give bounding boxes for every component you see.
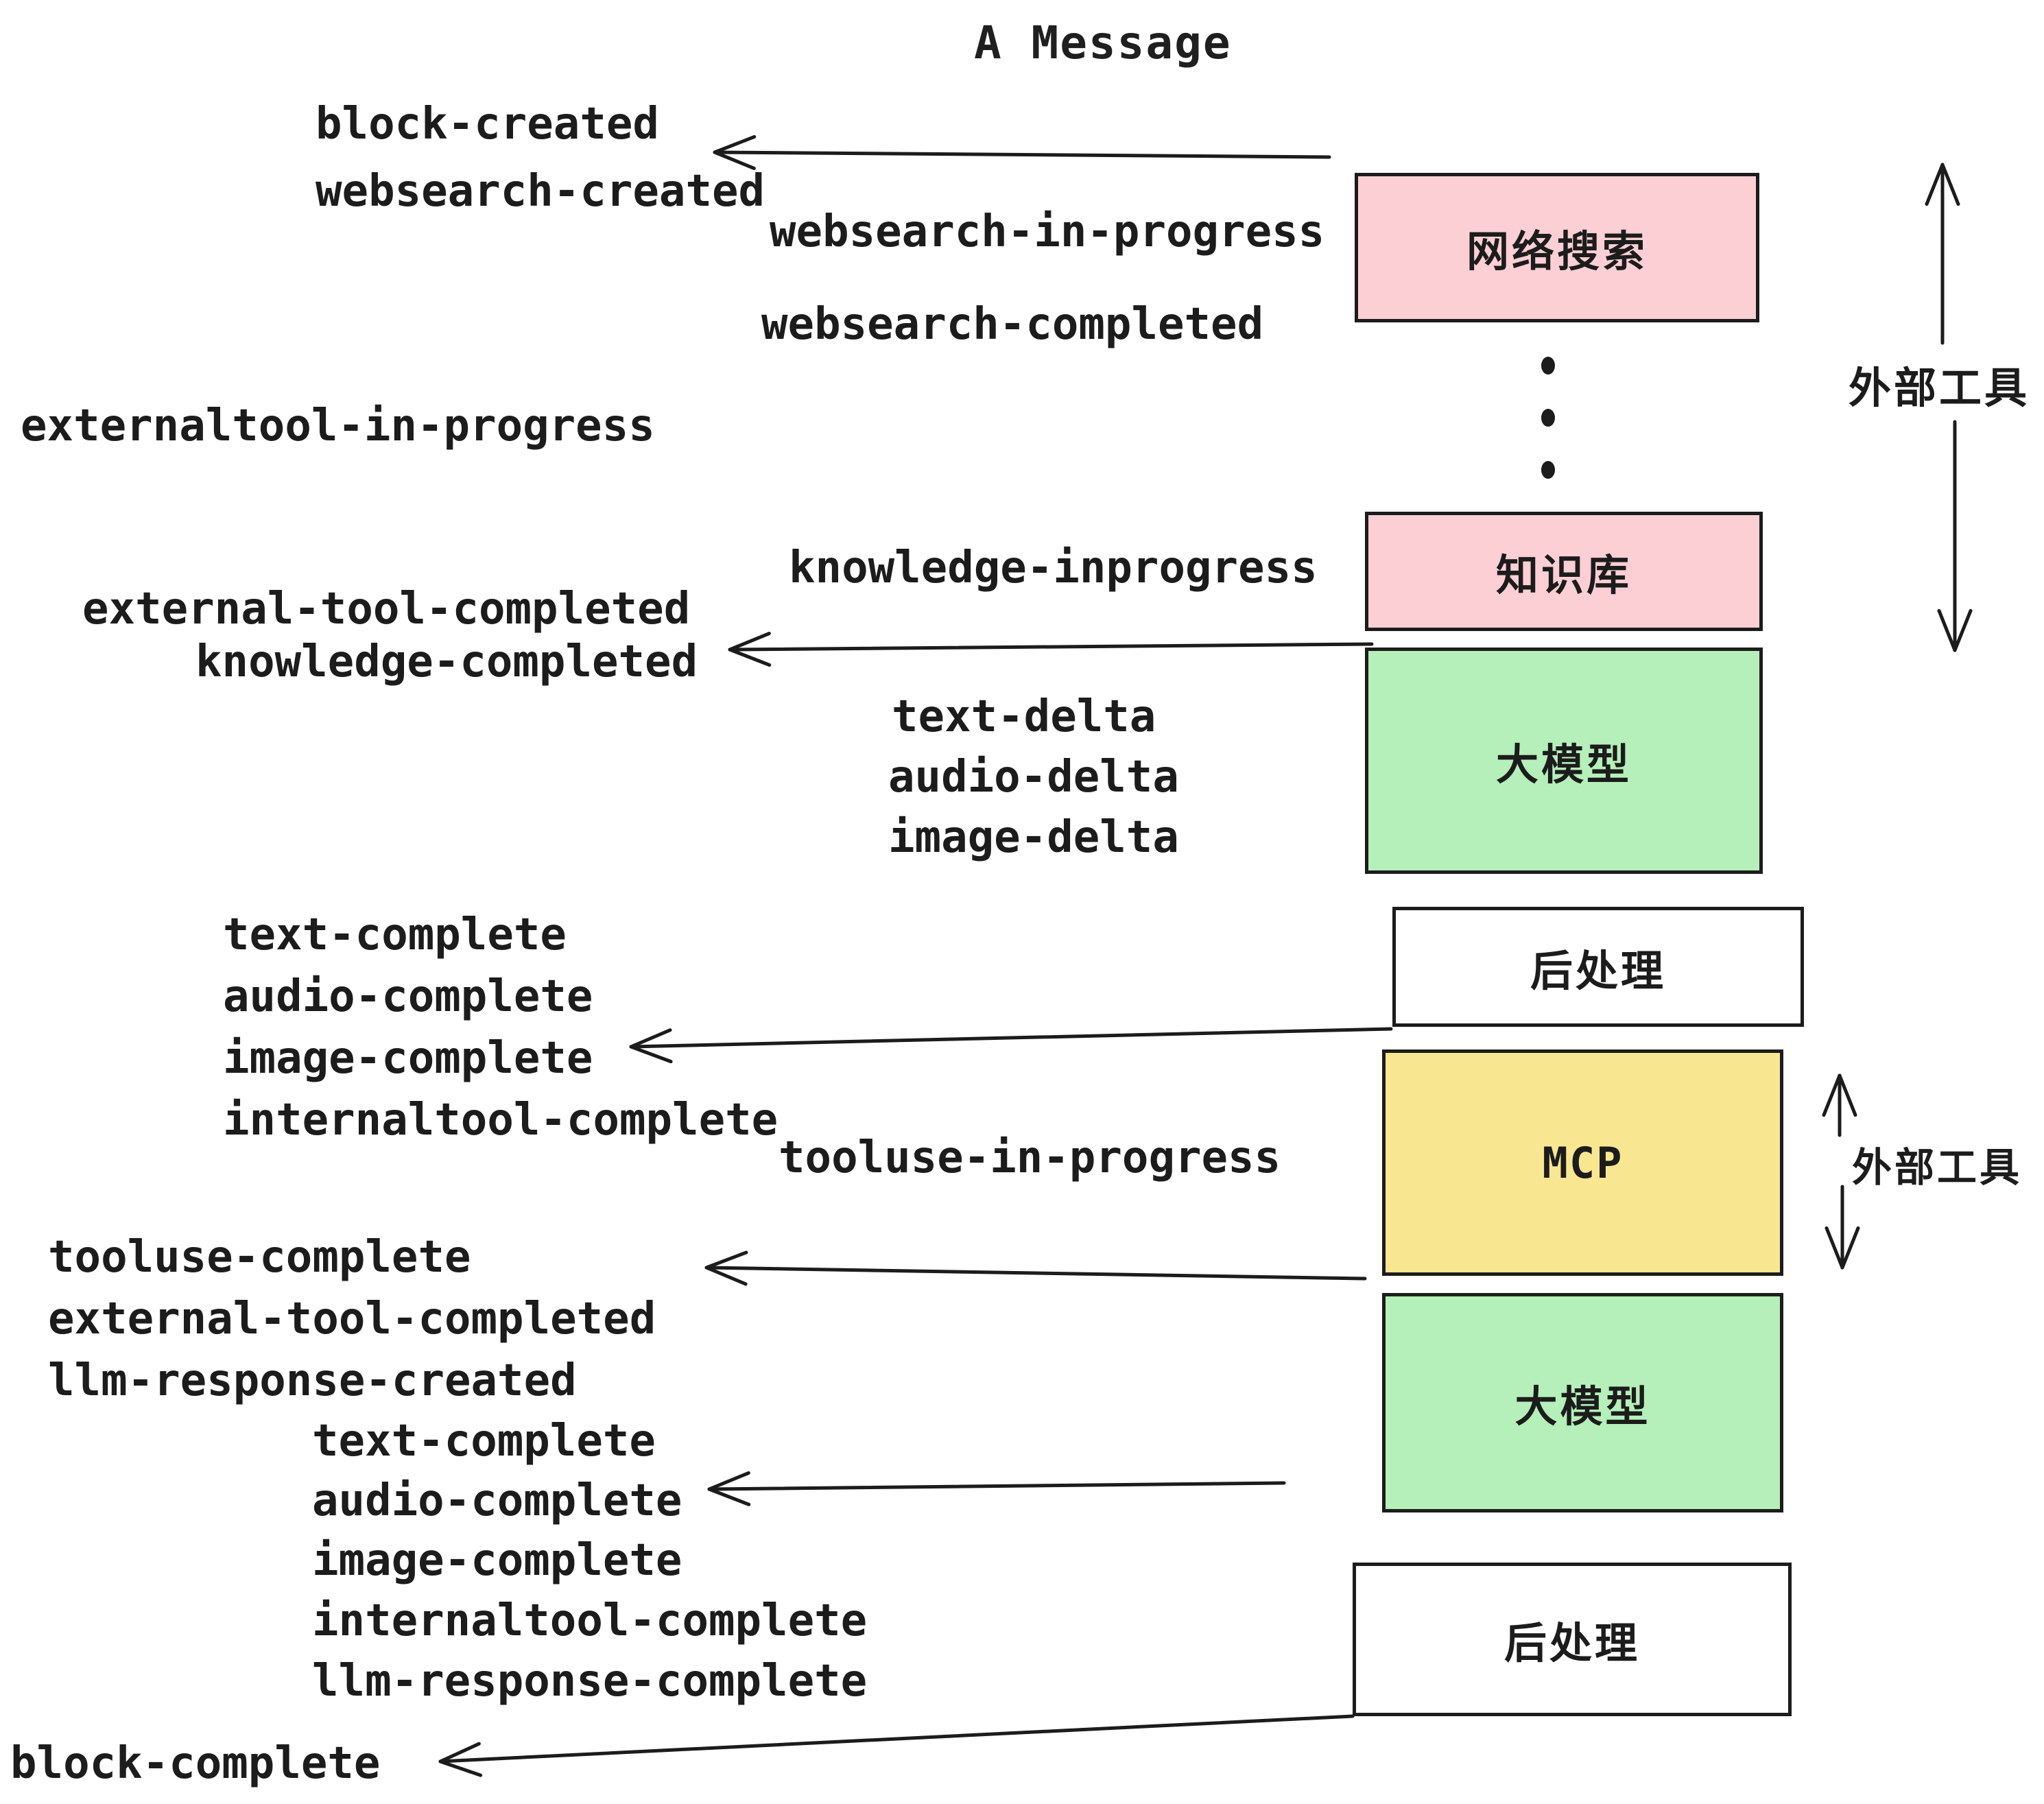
llm-box-2: 大模型 bbox=[1382, 1293, 1783, 1512]
event-internaltool-complete-1: internaltool-complete bbox=[223, 1095, 779, 1146]
ellipsis-dot bbox=[1541, 461, 1555, 479]
arrow-to-image-complete-head bbox=[629, 1028, 672, 1049]
event-audio-complete-1: audio-complete bbox=[223, 971, 593, 1022]
arrow-to-block-complete-head bbox=[438, 1759, 483, 1777]
knowledge-box-label: 知识库 bbox=[1495, 550, 1632, 600]
event-external-tool-completed-1: external-tool-completed bbox=[82, 584, 691, 634]
arrow-to-tooluse-complete-head bbox=[704, 1266, 748, 1286]
external-tools-up-arrow-1-head bbox=[1925, 163, 1945, 206]
event-text-delta-1: text-delta bbox=[892, 691, 1156, 742]
event-image-delta-1: image-delta bbox=[888, 812, 1179, 863]
event-tooluse-in-progress: tooluse-in-progress bbox=[779, 1132, 1281, 1183]
arrow-to-audio-complete bbox=[707, 1481, 1286, 1491]
event-block-complete: block-complete bbox=[10, 1738, 381, 1789]
arrow-to-audio-complete-head bbox=[707, 1487, 751, 1506]
post-box-2-label: 后处理 bbox=[1504, 1618, 1640, 1668]
event-image-complete-1: image-complete bbox=[223, 1033, 593, 1084]
external-tools-down-arrow-1-head bbox=[1937, 608, 1957, 652]
arrow-to-websearch-created bbox=[713, 150, 1331, 159]
post-box-1-label: 后处理 bbox=[1530, 945, 1666, 996]
knowledge-box: 知识库 bbox=[1365, 512, 1763, 631]
external-tools-down-arrow-2-head bbox=[1840, 1226, 1860, 1270]
websearch-box-label: 网络搜索 bbox=[1466, 226, 1648, 276]
event-llm-response-complete: llm-response-complete bbox=[312, 1656, 868, 1707]
event-text-complete-2: text-complete bbox=[312, 1416, 656, 1467]
arrow-to-tooluse-complete-head bbox=[704, 1250, 748, 1270]
ellipsis-dot bbox=[1541, 357, 1555, 375]
mcp-box-label: MCP bbox=[1542, 1137, 1624, 1188]
external-tools-up-arrow-2-head bbox=[1838, 1073, 1857, 1117]
post-box-2: 后处理 bbox=[1353, 1563, 1792, 1716]
event-internaltool-complete-2: internaltool-complete bbox=[312, 1595, 868, 1646]
event-websearch-completed: websearch-completed bbox=[761, 299, 1264, 350]
arrow-to-image-complete bbox=[629, 1027, 1393, 1049]
event-audio-complete-2: audio-complete bbox=[312, 1475, 682, 1526]
external-tools-up-arrow-1-head bbox=[1940, 163, 1960, 206]
llm-box-1-label: 大模型 bbox=[1495, 739, 1632, 790]
external-tools-label-2: 外部工具 bbox=[1852, 1144, 2023, 1191]
mcp-box: MCP bbox=[1382, 1049, 1783, 1276]
event-llm-response-created: llm-response-created bbox=[48, 1355, 577, 1406]
event-knowledge-completed: knowledge-completed bbox=[195, 637, 698, 687]
external-tools-down-arrow-1-head bbox=[1953, 608, 1973, 652]
external-tools-up-arrow-2-head bbox=[1822, 1073, 1842, 1117]
event-block-created: block-created bbox=[316, 99, 659, 150]
event-text-complete-1: text-complete bbox=[223, 910, 567, 960]
external-tools-down-arrow-2-head bbox=[1825, 1226, 1844, 1270]
external-tools-label-1: 外部工具 bbox=[1849, 363, 2030, 413]
arrow-to-block-complete-head bbox=[438, 1742, 481, 1764]
arrow-to-knowledge-completed bbox=[728, 642, 1374, 652]
arrow-to-block-complete bbox=[438, 1714, 1355, 1764]
event-knowledge-inprogress: knowledge-inprogress bbox=[789, 543, 1318, 593]
arrow-to-audio-complete-head bbox=[707, 1471, 750, 1491]
event-audio-delta-1: audio-delta bbox=[888, 752, 1179, 803]
diagram-title: A Message bbox=[974, 16, 1232, 69]
event-websearch-in-progress: websearch-in-progress bbox=[770, 206, 1325, 257]
arrow-to-image-complete-head bbox=[629, 1045, 673, 1064]
arrow-to-websearch-created-head bbox=[713, 134, 757, 154]
websearch-box: 网络搜索 bbox=[1355, 173, 1759, 322]
llm-box-1: 大模型 bbox=[1365, 648, 1763, 874]
arrow-to-knowledge-completed-head bbox=[728, 648, 772, 667]
event-tooluse-complete: tooluse-complete bbox=[48, 1232, 471, 1283]
llm-box-2-label: 大模型 bbox=[1514, 1381, 1651, 1432]
event-externaltool-in-progress: externaltool-in-progress bbox=[21, 401, 655, 451]
event-websearch-created: websearch-created bbox=[316, 166, 765, 217]
event-external-tool-completed-2: external-tool-completed bbox=[48, 1294, 656, 1344]
arrow-to-tooluse-complete bbox=[704, 1266, 1367, 1281]
arrow-to-knowledge-completed-head bbox=[728, 632, 771, 652]
post-box-1: 后处理 bbox=[1392, 907, 1804, 1027]
ellipsis-dot bbox=[1541, 409, 1555, 427]
event-image-complete-2: image-complete bbox=[312, 1535, 682, 1586]
